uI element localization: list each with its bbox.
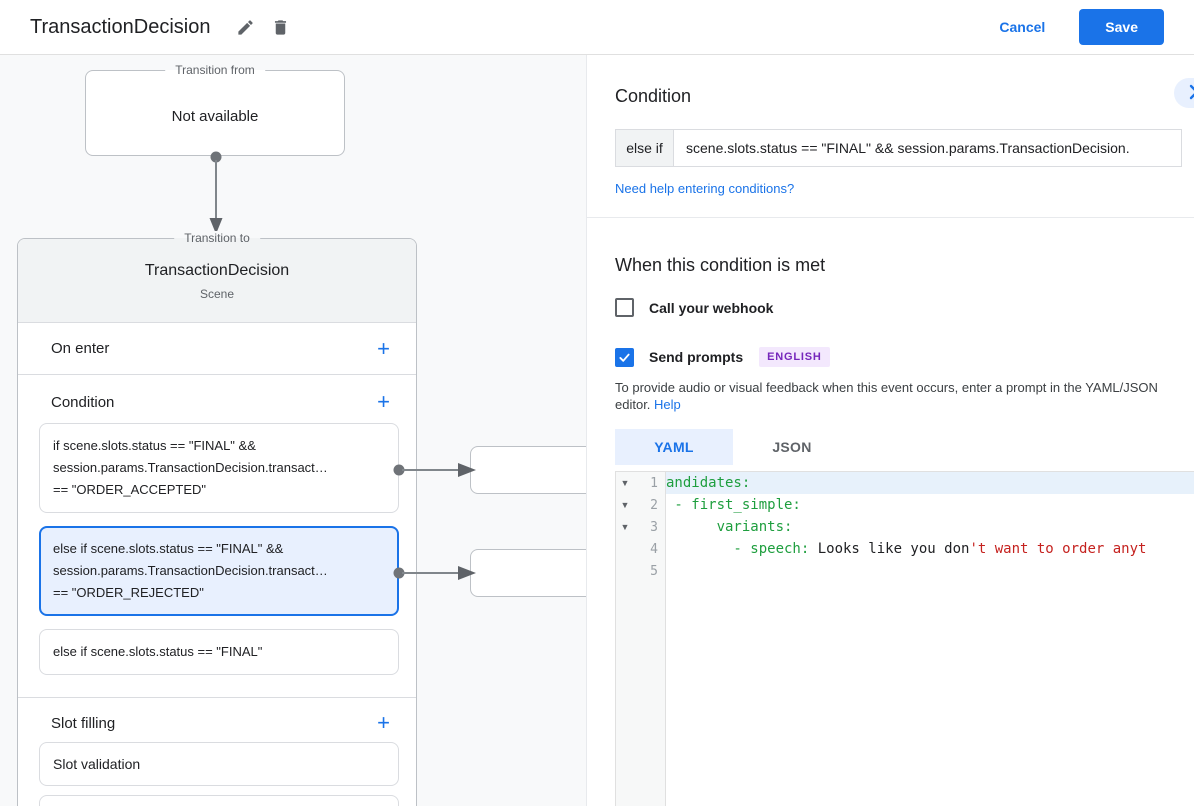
prompt-help-link[interactable]: Help [654,397,681,412]
transition-from-legend: Transition from [165,63,265,77]
send-prompts-row: Send prompts ENGLISH [615,347,1194,367]
prompt-description: To provide audio or visual feedback when… [615,380,1158,412]
add-slot-button[interactable]: + [377,710,390,735]
panel-divider [587,217,1194,218]
condition-section: Condition + if scene.slots.status == "FI… [18,375,416,698]
transition-arrow-down [209,151,223,234]
add-condition-button[interactable]: + [377,389,390,414]
code-line: ▼1 andidates: [616,472,1194,494]
scene-card: Transition to TransactionDecision Scene … [17,231,417,806]
scene-name: TransactionDecision [144,262,290,279]
condition-card-accepted[interactable]: if scene.slots.status == "FINAL" && sess… [39,423,399,513]
tab-yaml[interactable]: YAML [615,429,733,465]
trash-icon [271,19,290,40]
check-icon [617,352,632,369]
slot-filling-section: Slot filling + Slot validation [18,698,416,806]
condition-card-final[interactable]: else if scene.slots.status == "FINAL" [39,629,399,675]
yaml-code-editor[interactable]: ▼1 andidates: ▼2 - first_simple: ▼3 vari… [615,471,1194,806]
when-met-heading: When this condition is met [615,255,826,275]
condition-expression-row: else if scene.slots.status == "FINAL" &&… [615,129,1182,167]
tab-json[interactable]: JSON [772,439,812,455]
transition-to-legend: Transition to [174,231,260,245]
on-enter-label: On enter [51,340,110,357]
save-button[interactable]: Save [1079,9,1164,45]
scene-type-label: Scene [199,287,235,301]
send-prompts-label: Send prompts [649,349,744,365]
transition-target-box-2[interactable] [470,549,586,597]
condition-section-label: Condition [51,393,115,411]
delete-scene-button[interactable] [267,14,294,41]
editor-tabs: YAML JSON [615,429,1194,465]
cancel-button[interactable]: Cancel [999,19,1046,35]
top-bar: TransactionDecision Cancel Save [0,0,1194,55]
pencil-icon [236,19,255,40]
condition-detail-panel: Condition else if scene.slots.status == … [586,55,1194,806]
condition-help-link[interactable]: Need help entering conditions? [615,181,795,196]
code-line: ▼2 - first_simple: [616,494,1194,516]
transition-from-value: Not available [171,108,259,125]
scene-card-header: TransactionDecision Scene [18,239,416,323]
edit-scene-button[interactable] [232,14,259,41]
chevron-right-icon [1183,81,1194,106]
condition-expression-input[interactable]: scene.slots.status == "FINAL" && session… [673,129,1182,167]
code-line: 5 [616,560,1194,582]
slot-filling-label: Slot filling [51,714,116,732]
code-line: ▼3 variants: [616,516,1194,538]
editor-empty-area[interactable] [616,582,1194,806]
fold-toggle-icon[interactable]: ▼ [620,522,630,532]
webhook-label: Call your webhook [649,299,774,316]
page-title: TransactionDecision [30,15,211,38]
language-badge: ENGLISH [759,347,830,367]
condition-prefix: else if [615,129,673,167]
collapse-panel-button[interactable] [1174,78,1194,108]
condition-arrow-2 [393,566,476,580]
condition-arrow-1 [393,463,476,477]
webhook-row: Call your webhook [615,298,1194,317]
slot-validation-card[interactable]: Slot validation [39,742,399,786]
slot-card-partial[interactable] [39,795,399,806]
add-on-enter-button[interactable]: + [377,335,390,361]
fold-toggle-icon[interactable]: ▼ [620,478,630,488]
code-line: 4 - speech: Looks like you don't want to… [616,538,1194,560]
webhook-checkbox[interactable] [615,298,634,317]
transition-from-box: Transition from Not available [85,63,345,156]
condition-card-rejected-selected[interactable]: else if scene.slots.status == "FINAL" &&… [39,526,399,616]
fold-toggle-icon[interactable]: ▼ [620,500,630,510]
condition-heading: Condition [615,86,692,106]
flow-canvas: Transition from Not available Transition… [0,55,586,806]
send-prompts-checkbox[interactable] [615,347,634,369]
transition-target-box-1[interactable] [470,446,586,494]
on-enter-section: On enter + [18,323,416,375]
